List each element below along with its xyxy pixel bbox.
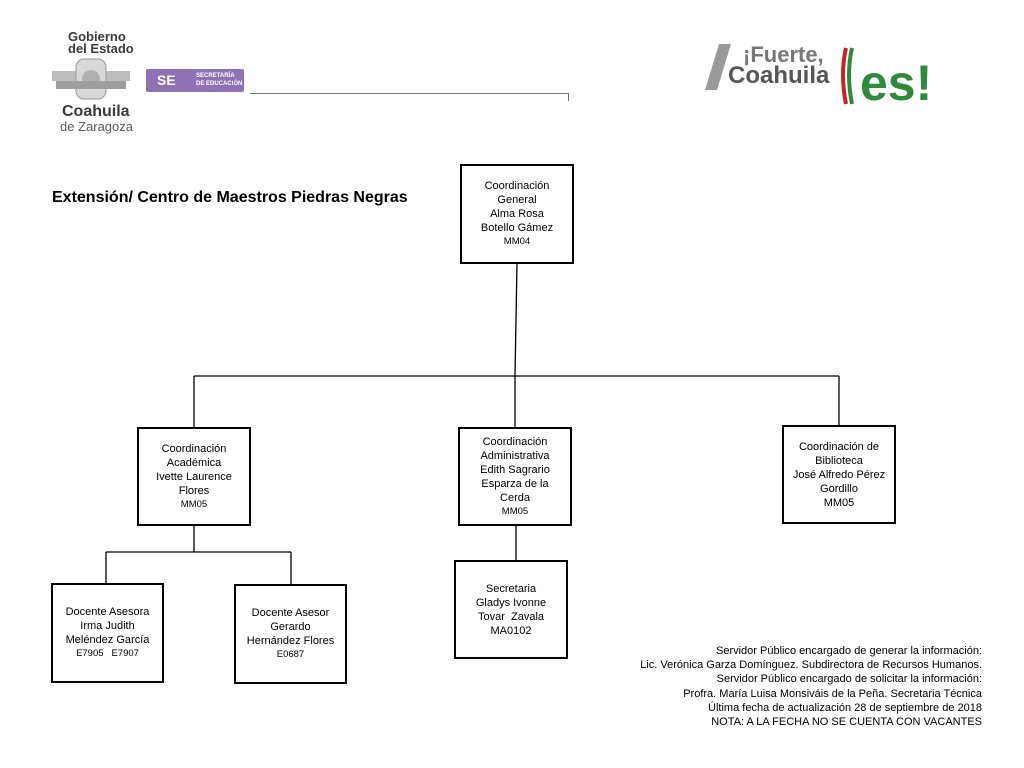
node-line: Gerardo <box>270 621 311 633</box>
node-line: Flores <box>178 484 210 497</box>
node-line: Docente Asesora <box>65 606 150 618</box>
node-line: Tovar Zavala <box>477 610 545 623</box>
node-line: Irma Judith <box>80 620 135 632</box>
connector-general-bus <box>514 261 518 377</box>
node-line: Ivette Laurence <box>156 470 232 483</box>
slogan-coahuila: Coahuila <box>728 62 830 89</box>
del-estado-label: del Estado <box>68 41 134 56</box>
node-code: E7905 E7907 <box>76 648 139 659</box>
node-line: Biblioteca <box>815 454 863 467</box>
node-line: Edith Sagrario <box>480 463 550 476</box>
footer-info: Servidor Público encargado de generar la… <box>640 644 982 729</box>
node-line: MA0102 <box>490 624 532 637</box>
node-docente-asesor: Docente Asesor Gerardo Hernández Flores … <box>234 584 347 684</box>
se-sub-label-1: SECRETARÍA <box>196 73 235 79</box>
header-divider <box>250 93 568 94</box>
node-line: Coordinación de <box>798 440 880 453</box>
header-divider-tick <box>568 93 569 101</box>
node-code: MM04 <box>503 236 531 247</box>
node-line: Docente Asesor <box>251 607 330 619</box>
node-line: Secretaria <box>485 582 537 595</box>
node-coordinacion-biblioteca: Coordinación de Biblioteca José Alfredo … <box>782 425 896 524</box>
node-coordinacion-general: Coordinación General Alma Rosa Botello G… <box>460 164 574 264</box>
node-line: Académica <box>166 456 222 469</box>
node-docente-asesora: Docente Asesora Irma Judith Meléndez Gar… <box>51 583 164 683</box>
footer-line: Servidor Público encargado de generar la… <box>716 645 982 657</box>
node-line: Gladys Ivonne <box>475 596 547 609</box>
node-line: Cerda <box>500 491 530 504</box>
node-line: MM05 <box>823 496 855 509</box>
slogan-es: es! <box>860 55 932 110</box>
footer-line: Lic. Verónica Garza Domínguez. Subdirect… <box>640 659 982 672</box>
node-line: Botello Gámez <box>480 222 554 234</box>
node-line: General <box>497 194 537 206</box>
footer-line: Profra. María Luisa Monsiváis de la Peña… <box>683 687 982 700</box>
zaragoza-logo-text: de Zaragoza <box>60 119 133 134</box>
node-line: Coordinación <box>484 180 550 192</box>
node-line: Administrativa <box>480 449 550 462</box>
se-sub-label-2: DE EDUCACIÓN <box>196 81 243 87</box>
slash-mark-icon <box>705 44 731 90</box>
gobierno-label: Gobierno <box>68 29 126 44</box>
footer-line: Servidor Público encargado de solicitar … <box>716 673 982 686</box>
node-secretaria: Secretaria Gladys Ivonne Tovar Zavala MA… <box>454 560 568 659</box>
node-line: Coordinación <box>482 435 548 448</box>
page-title: Extensión/ Centro de Maestros Piedras Ne… <box>52 189 408 206</box>
node-coordinacion-academica: Coordinación Académica Ivette Laurence F… <box>137 427 251 526</box>
node-line: Hernández Flores <box>246 635 335 647</box>
se-badge <box>146 69 244 92</box>
footer-line: Última fecha de actualización 28 de sept… <box>708 701 982 714</box>
node-code: MM05 <box>501 505 529 517</box>
node-coordinacion-administrativa: Coordinación Administrativa Edith Sagrar… <box>458 427 572 526</box>
node-code: MM05 <box>180 498 208 510</box>
node-code: E0687 <box>276 649 305 660</box>
node-line: Esparza de la <box>481 477 549 490</box>
es-logo-icon: es! <box>841 47 932 110</box>
node-line: Alma Rosa <box>490 208 544 220</box>
coahuila-seal-icon <box>52 58 130 100</box>
footer-line: NOTA: A LA FECHA NO SE CUENTA CON VACANT… <box>711 716 982 729</box>
node-line: Meléndez García <box>65 634 150 646</box>
coahuila-logo-text: Coahuila <box>62 103 130 120</box>
se-badge-label: SE <box>157 72 176 88</box>
node-line: Gordillo <box>820 482 858 495</box>
slogan-fuerte: ¡Fuerte, <box>743 42 824 67</box>
node-line: Coordinación <box>161 442 227 455</box>
node-line: José Alfredo Pérez <box>792 468 886 481</box>
